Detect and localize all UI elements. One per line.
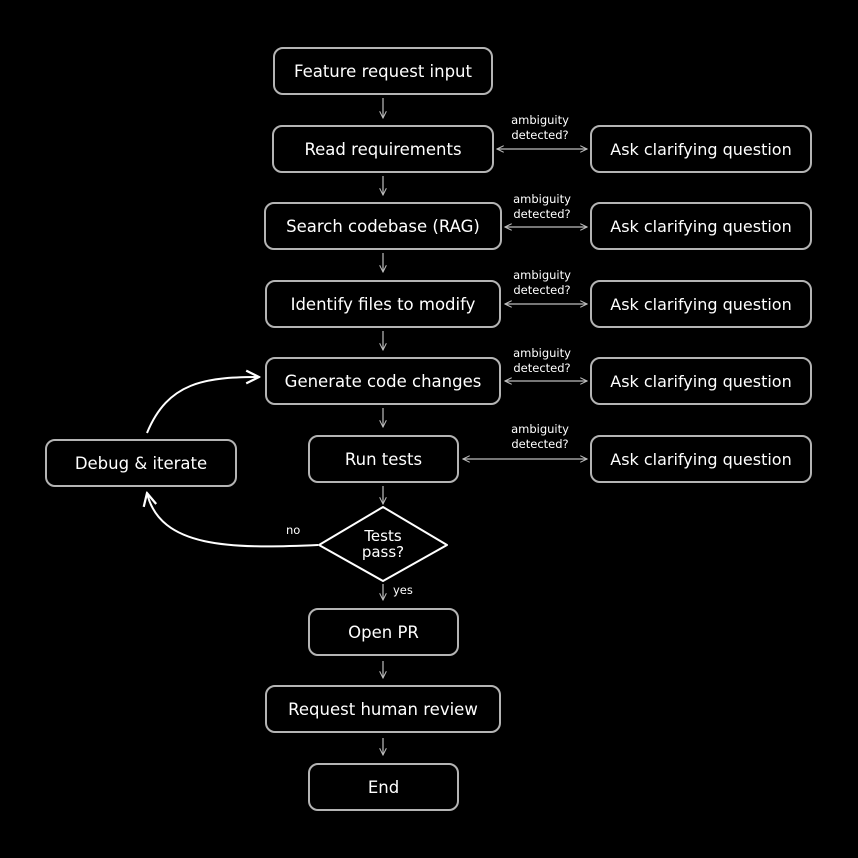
no-label-text: no: [286, 523, 301, 537]
node-open-pr: Open PR: [308, 608, 459, 656]
edge-decision-to-debug: [147, 493, 319, 548]
node-run-tests: Run tests: [308, 435, 459, 483]
ambiguity-label-2: ambiguity detected?: [502, 192, 582, 222]
node-clarify-3-label: Ask clarifying question: [610, 294, 792, 314]
node-run-tests-label: Run tests: [344, 449, 423, 469]
node-generate-code-label: Generate code changes: [284, 371, 482, 391]
ambiguity-label-1: ambiguity detected?: [500, 113, 580, 143]
tests-pass-label: Tests pass?: [343, 528, 423, 560]
node-read-requirements: Read requirements: [272, 125, 494, 173]
node-request-review: Request human review: [265, 685, 501, 733]
node-identify-files-label: Identify files to modify: [290, 294, 476, 314]
ambiguity-label-2-line2: detected?: [513, 207, 571, 221]
node-end: End: [308, 763, 459, 811]
node-clarify-4-label: Ask clarifying question: [610, 371, 792, 391]
node-identify-files: Identify files to modify: [265, 280, 501, 328]
ambiguity-label-1-line1: ambiguity: [511, 113, 569, 127]
node-clarify-1-label: Ask clarifying question: [610, 139, 792, 159]
node-clarify-5-label: Ask clarifying question: [610, 449, 792, 469]
no-label: no: [286, 523, 300, 538]
node-clarify-5: Ask clarifying question: [590, 435, 812, 483]
node-clarify-3: Ask clarifying question: [590, 280, 812, 328]
tests-pass-line2: pass?: [361, 543, 405, 561]
node-clarify-2: Ask clarifying question: [590, 202, 812, 250]
node-debug-iterate-label: Debug & iterate: [74, 453, 208, 473]
node-read-requirements-label: Read requirements: [304, 139, 462, 159]
node-search-codebase-label: Search codebase (RAG): [286, 216, 480, 236]
ambiguity-label-4-line2: detected?: [513, 361, 571, 375]
ambiguity-label-5-line1: ambiguity: [511, 422, 569, 436]
node-feature-request: Feature request input: [273, 47, 493, 95]
edge-debug-to-generate: [146, 377, 259, 434]
ambiguity-label-2-line1: ambiguity: [513, 192, 571, 206]
ambiguity-label-3: ambiguity detected?: [502, 268, 582, 298]
node-clarify-4: Ask clarifying question: [590, 357, 812, 405]
ambiguity-label-5: ambiguity detected?: [500, 422, 580, 452]
node-clarify-2-label: Ask clarifying question: [610, 216, 792, 236]
yes-label-text: yes: [393, 583, 413, 597]
node-debug-iterate: Debug & iterate: [45, 439, 237, 487]
node-open-pr-label: Open PR: [348, 622, 419, 642]
tests-pass-line1: Tests: [364, 527, 402, 545]
node-end-label: End: [367, 777, 400, 797]
ambiguity-label-3-line1: ambiguity: [513, 268, 571, 282]
node-generate-code: Generate code changes: [265, 357, 501, 405]
ambiguity-label-4: ambiguity detected?: [502, 346, 582, 376]
ambiguity-label-4-line1: ambiguity: [513, 346, 571, 360]
ambiguity-label-5-line2: detected?: [511, 437, 569, 451]
node-clarify-1: Ask clarifying question: [590, 125, 812, 173]
ambiguity-label-1-line2: detected?: [511, 128, 569, 142]
ambiguity-label-3-line2: detected?: [513, 283, 571, 297]
node-request-review-label: Request human review: [288, 699, 478, 719]
tests-pass-diamond: [318, 506, 448, 582]
yes-label: yes: [393, 583, 413, 598]
node-feature-request-label: Feature request input: [293, 61, 472, 81]
node-search-codebase: Search codebase (RAG): [264, 202, 502, 250]
